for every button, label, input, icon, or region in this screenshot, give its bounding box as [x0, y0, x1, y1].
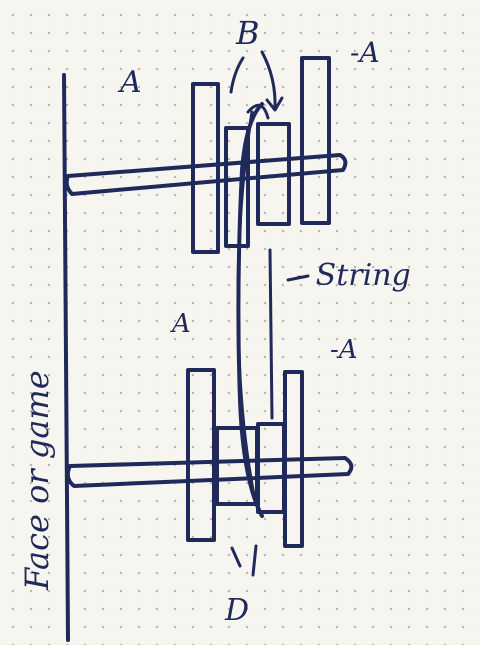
label-side-face-or-game: Face or game	[18, 370, 56, 591]
b-arrowhead	[265, 96, 284, 112]
d-arrow-left	[230, 546, 242, 568]
string-top-knot	[246, 103, 270, 120]
d-arrow-right	[251, 544, 258, 577]
top-assembly	[64, 56, 348, 254]
bottom-crossbar	[65, 456, 354, 488]
bottom-inner-right-block	[256, 422, 286, 514]
top-right-block	[300, 56, 331, 225]
bottom-assembly	[65, 368, 354, 548]
string-pointer-dash	[286, 274, 310, 282]
label-a-middle-left: A	[170, 309, 191, 339]
top-inner-left-block	[224, 126, 250, 248]
label-b-top: B	[235, 14, 260, 52]
label-a-top-right: -A	[350, 36, 380, 69]
string-line-inner	[236, 110, 258, 507]
board-edge-line	[62, 73, 70, 642]
string-right-strand	[268, 248, 274, 420]
label-a-middle-right: -A	[330, 335, 358, 365]
top-crossbar	[64, 153, 348, 196]
label-d-bottom: D	[224, 593, 249, 628]
bottom-left-block	[186, 368, 216, 542]
label-string: - String	[296, 258, 411, 293]
label-a-top-left: A	[117, 65, 142, 100]
b-arrow-left	[229, 56, 245, 94]
b-arrow-right	[260, 50, 277, 110]
